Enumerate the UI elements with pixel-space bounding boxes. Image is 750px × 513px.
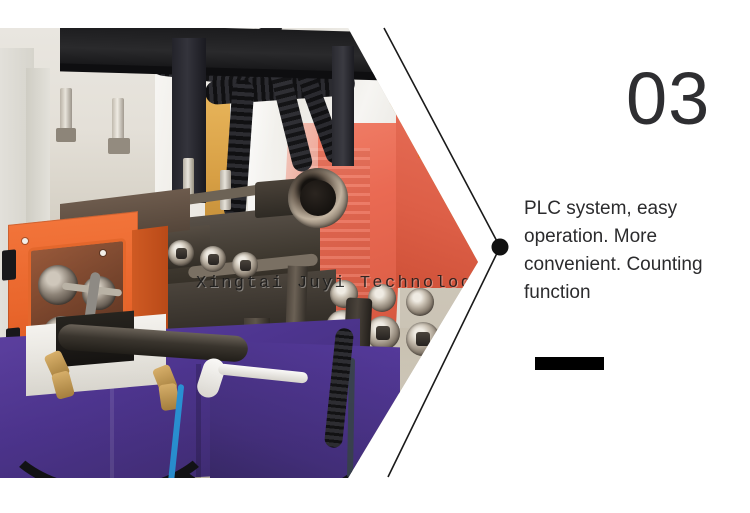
accent-dash (535, 357, 604, 370)
roller-nut (176, 248, 187, 259)
slide-number: 03 (626, 57, 711, 140)
callout-dot (491, 238, 509, 256)
bolt-nut-b (108, 138, 130, 154)
orange-block-top-right (418, 98, 478, 158)
machine-post-b (332, 46, 354, 166)
watermark: Xingtai Juyi Technology Co.,Ltd (196, 274, 480, 293)
bolt-stud-a (60, 88, 72, 134)
photo-content: Xingtai Juyi Technology Co.,Ltd Xingtai … (0, 28, 480, 478)
photo-vignette (0, 28, 478, 478)
bolt-stud-c (183, 158, 194, 200)
screw (22, 238, 28, 244)
roller-nut (208, 254, 219, 265)
large-roller-hub (300, 180, 336, 216)
screw (100, 250, 106, 256)
bolt-nut-a (56, 128, 76, 142)
product-photo: Xingtai Juyi Technology Co.,Ltd Xingtai … (0, 28, 480, 478)
slide-description: PLC system, easy operation. More conveni… (524, 198, 703, 303)
roller-nut (240, 260, 251, 271)
bolt-stud-b (112, 98, 124, 144)
